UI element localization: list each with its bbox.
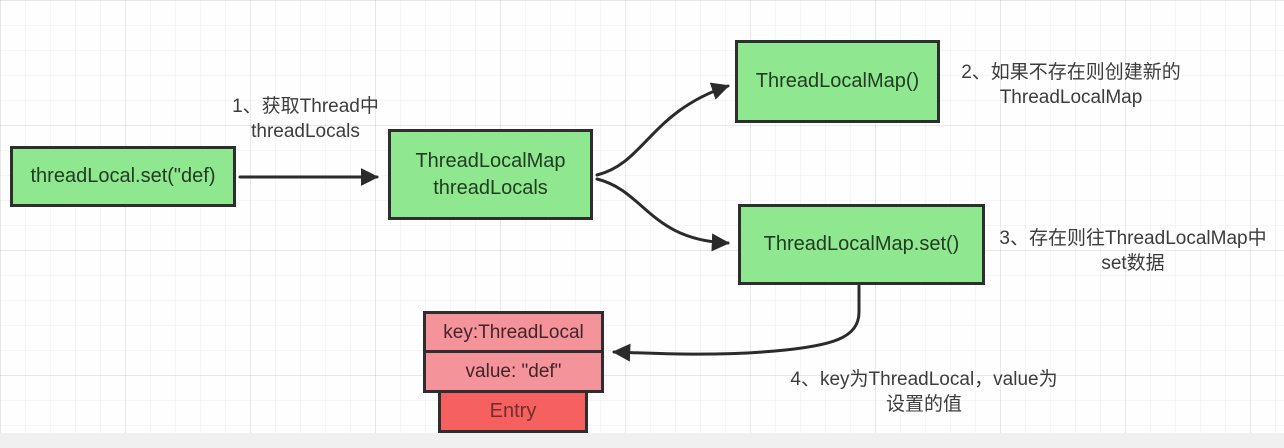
node-label: threadLocal.set("def) [30, 165, 216, 187]
annotation-step3: 3、存在则往ThreadLocalMap中 set数据 [983, 226, 1283, 276]
annotation-step1: 1、获取Thread中 threadLocals [218, 94, 393, 144]
node-label: Entry [489, 400, 537, 422]
node-label: ThreadLocalMap.set() [763, 233, 960, 255]
annotation-line1: 4、key为ThreadLocal，value为 [790, 369, 1058, 390]
annotation-line1: 3、存在则往ThreadLocalMap中 [999, 228, 1267, 249]
node-threadlocal-set[interactable]: threadLocal.set("def) [10, 146, 236, 207]
node-label: value: "def" [465, 361, 562, 382]
node-entry-value[interactable]: value: "def" [423, 350, 604, 393]
node-entry-key[interactable]: key:ThreadLocal [423, 311, 604, 353]
arrow-mapset-to-entry[interactable] [612, 284, 861, 362]
annotation-step4: 4、key为ThreadLocal，value为 设置的值 [768, 367, 1080, 417]
node-label: key:ThreadLocal [443, 321, 584, 343]
annotation-line1: 2、如果不存在则创建新的 [961, 62, 1181, 83]
annotation-step2: 2、如果不存在则创建新的 ThreadLocalMap [948, 60, 1194, 110]
arrow-threadlocals-to-mapset[interactable] [595, 177, 730, 252]
arrow-threadlocals-to-newmap[interactable] [595, 82, 730, 177]
annotation-line1: 1、获取Thread中 [232, 96, 379, 117]
annotation-line2: threadLocals [251, 121, 360, 142]
node-label: ThreadLocalMap() [755, 70, 920, 92]
node-label-line1: ThreadLocalMap [415, 149, 566, 172]
node-threadlocalmap-set[interactable]: ThreadLocalMap.set() [738, 204, 985, 285]
annotation-line2: set数据 [1101, 253, 1165, 274]
node-threadlocalmap-constructor[interactable]: ThreadLocalMap() [735, 40, 940, 123]
canvas-bottom-bar [0, 433, 1284, 448]
node-label-line2: threadLocals [433, 176, 548, 199]
node-threadlocalmap-threadlocals[interactable]: ThreadLocalMap threadLocals [388, 129, 593, 220]
node-entry[interactable]: Entry [438, 390, 588, 433]
annotation-line2: ThreadLocalMap [999, 87, 1143, 108]
annotation-line2: 设置的值 [885, 394, 962, 415]
